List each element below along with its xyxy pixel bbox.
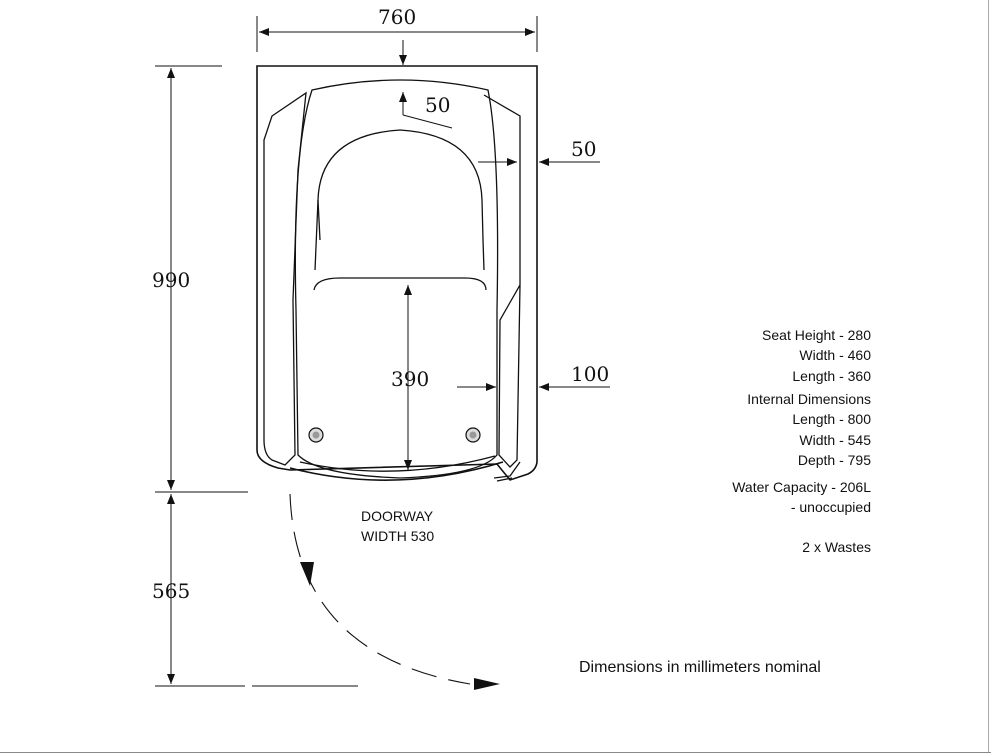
- door-swing-arrow-down: [300, 562, 314, 586]
- overall-length-label: 990: [152, 268, 190, 292]
- dimension-lines: [155, 16, 610, 687]
- waste-left: [308, 427, 324, 443]
- spec-seat-height: Seat Height - 280: [762, 327, 871, 343]
- spec-wastes: 2 x Wastes: [802, 539, 871, 555]
- spec-internal-heading: Internal Dimensions: [747, 391, 871, 407]
- spec-seat-length: Length - 360: [792, 368, 871, 384]
- footer-note: Dimensions in millimeters nominal: [579, 659, 821, 676]
- right-border: [988, 0, 989, 752]
- spec-internal-depth: Depth - 795: [797, 452, 871, 468]
- bottom-border: [0, 752, 991, 753]
- door-swing-label: 565: [152, 579, 190, 603]
- side-offset-mid-label: 100: [571, 362, 609, 386]
- seat-to-wall-label: 50: [425, 93, 450, 117]
- spec-seat-width: Width - 460: [799, 347, 871, 363]
- doorway-line1: DOORWAY: [361, 508, 434, 524]
- spec-water-note: - unoccupied: [790, 499, 871, 515]
- spec-internal-length: Length - 800: [792, 411, 871, 427]
- spec-water-capacity: Water Capacity - 206L: [732, 479, 871, 495]
- waste-right: [465, 427, 481, 443]
- spec-internal-width: Width - 545: [799, 432, 871, 448]
- doorway-label: DOORWAY WIDTH 530: [361, 506, 434, 546]
- bath-outline: [256, 65, 538, 482]
- door-swing-arrow-right: [474, 678, 500, 690]
- overall-width-label: 760: [378, 5, 416, 29]
- side-offset-top-label: 50: [571, 137, 596, 161]
- door-swing-arc: [289, 493, 471, 685]
- interior-depth-label: 390: [391, 367, 429, 391]
- doorway-line2: WIDTH 530: [361, 528, 435, 544]
